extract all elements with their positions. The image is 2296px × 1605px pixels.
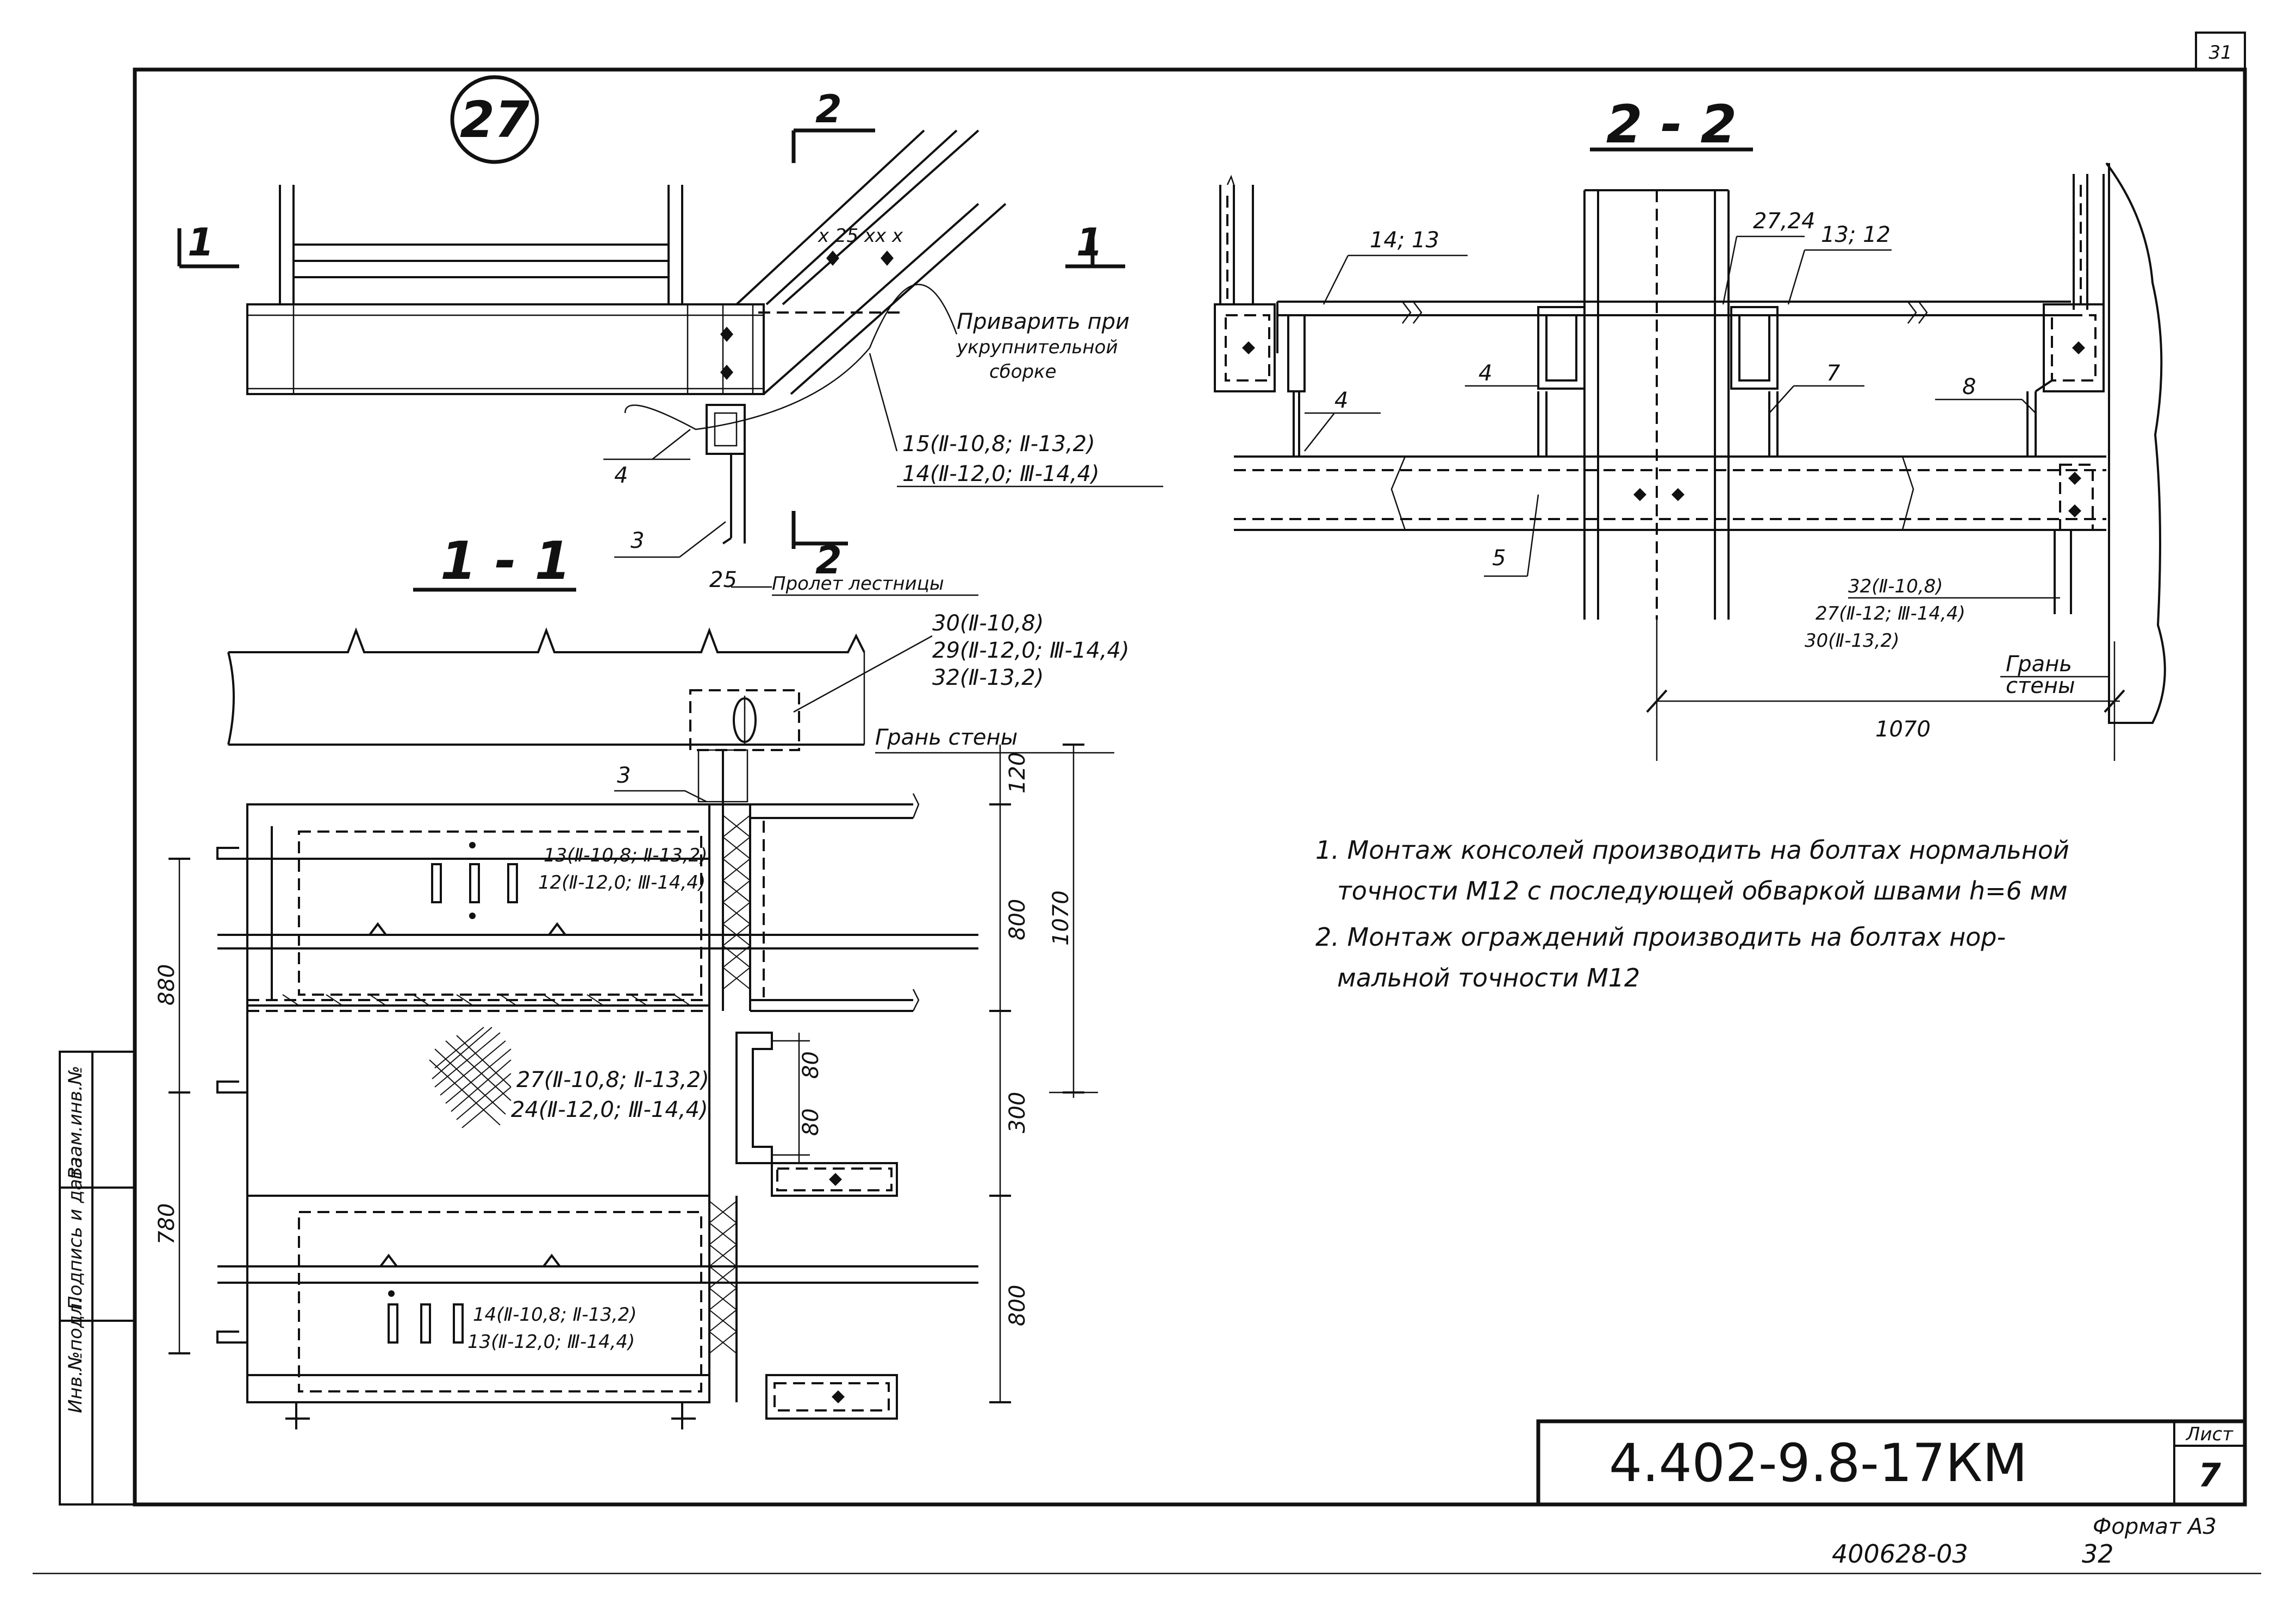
sheet-label: Лист (2185, 1423, 2233, 1445)
node-number: 27 (460, 91, 529, 149)
dim-880: 880 (154, 964, 179, 1006)
pos-5-label: 5 (1492, 546, 1506, 571)
pos-4b-label: 4 (1334, 388, 1348, 413)
callout-29: 29(Ⅱ-12,0; Ⅲ-14,4) (932, 638, 1130, 663)
note-1-line-1: 1. Монтаж консолей производить на болтах… (1315, 835, 2069, 865)
sheet-number: 7 (2198, 1457, 2221, 1495)
dim-800a: 800 (1005, 899, 1030, 940)
section-arrow-top: 2 (815, 87, 842, 132)
section-2-2: 2 - 2 (1214, 94, 2166, 761)
pos-8-label: 8 (1962, 374, 1976, 399)
archive-page: 32 (2082, 1539, 2114, 1569)
stamp-inv: Инв.№подл. (65, 1297, 86, 1413)
dim-1070-22: 1070 (1875, 717, 1931, 742)
wall-face-22a: Грань (2006, 652, 2072, 677)
section-1-1: 1 - 1 30(Ⅱ-10,8) 29(Ⅱ-12,0; Ⅲ-14,4) 32(Ⅱ… (154, 530, 1130, 1429)
wall-face-label: Грань стены (875, 725, 1018, 750)
callout-30: 30(Ⅱ-10,8) (932, 611, 1044, 636)
pos-3-label-section: 3 (617, 763, 631, 788)
cut-mark-right: 1 (1076, 220, 1103, 265)
note-2-line-2: мальной точности М12 (1337, 963, 1640, 992)
corner-number: 31 (2208, 42, 2232, 64)
callout-12a: 12(Ⅱ-12,0; Ⅲ-14,4) (538, 872, 706, 894)
section-22-title: 2 - 2 (1606, 94, 1737, 155)
archive-code: 400628-03 (1832, 1539, 1968, 1569)
node-number-circle (450, 75, 539, 164)
callout-14: 14(Ⅱ-12,0; Ⅲ-14,4) (902, 461, 1100, 486)
callout-32-22: 32(Ⅱ-10,8) (1848, 576, 1943, 597)
callout-27: 27(Ⅱ-10,8; Ⅱ-13,2) (516, 1067, 709, 1092)
callout-30-22: 30(Ⅱ-13,2) (1805, 630, 1900, 652)
dim-800b: 800 (1005, 1285, 1030, 1326)
dim-80a: 80 (798, 1051, 823, 1079)
pos-4a-label: 4 (1478, 361, 1492, 386)
callout-14b: 14(Ⅱ-10,8; Ⅱ-13,2) (473, 1304, 637, 1326)
notes: 1. Монтаж консолей производить на болтах… (1315, 835, 2069, 992)
dim-25: 25 (709, 567, 737, 592)
stamp-replace: Взам.инв.№ (65, 1066, 86, 1179)
side-stamp: Инв.№подл. Подпись и дата Взам.инв.№ (59, 1051, 136, 1506)
title-code: 4.402-9.8-17КМ (1609, 1433, 2027, 1494)
wall-face-22b: стены (2006, 673, 2075, 698)
pos-7-label: 7 (1826, 361, 1840, 386)
section-arrow-bottom: 2 (815, 538, 842, 583)
stair-span: Пролет лестницы (772, 573, 944, 595)
callout-15: 15(Ⅱ-10,8; Ⅱ-13,2) (902, 432, 1095, 457)
callout-13-12: 13; 12 (1821, 222, 1891, 247)
title-block: 4.402-9.8-17КМ Лист 7 Формат А3 400628-0… (1536, 1419, 2247, 1569)
weld-note-3: сборке (989, 361, 1057, 383)
sheet-frame: 31 (33, 32, 2261, 1575)
pos-4-label: 4 (614, 463, 628, 488)
callout-13b: 13(Ⅱ-12,0; Ⅲ-14,4) (467, 1331, 635, 1353)
callout-13a: 13(Ⅱ-10,8; Ⅱ-13,2) (544, 845, 707, 866)
weld-note-2: укрупнительной (956, 336, 1118, 358)
stamp-signature: Подпись и дата (65, 1157, 86, 1310)
dim-780: 780 (154, 1203, 179, 1245)
note-2-line-1: 2. Монтаж ограждений производить на болт… (1315, 922, 2006, 952)
weld-marks: х 25 хх х (818, 225, 903, 247)
dim-1070: 1070 (1049, 890, 1074, 946)
section-11-title: 1 - 1 (440, 530, 571, 591)
weld-note-1: Приварить при (957, 309, 1130, 334)
callout-27-24: 27,24 (1753, 209, 1815, 234)
callout-32: 32(Ⅱ-13,2) (932, 665, 1044, 690)
pos-3-label: 3 (631, 528, 644, 553)
cut-mark-left: 1 (188, 220, 214, 265)
dim-120: 120 (1005, 752, 1030, 794)
format-label: Формат А3 (2093, 1514, 2217, 1539)
node-27-detail: 27 1 1 2 2 (177, 75, 1163, 596)
callout-27-22: 27(Ⅱ-12; Ⅲ-14,4) (1815, 603, 1966, 624)
dim-80b: 80 (798, 1108, 823, 1136)
callout-14-13: 14; 13 (1370, 228, 1439, 253)
callout-24: 24(Ⅱ-12,0; Ⅲ-14,4) (511, 1097, 708, 1122)
dim-300: 300 (1005, 1092, 1030, 1133)
note-1-line-2: точности М12 с последующей обваркой швам… (1337, 876, 2068, 905)
